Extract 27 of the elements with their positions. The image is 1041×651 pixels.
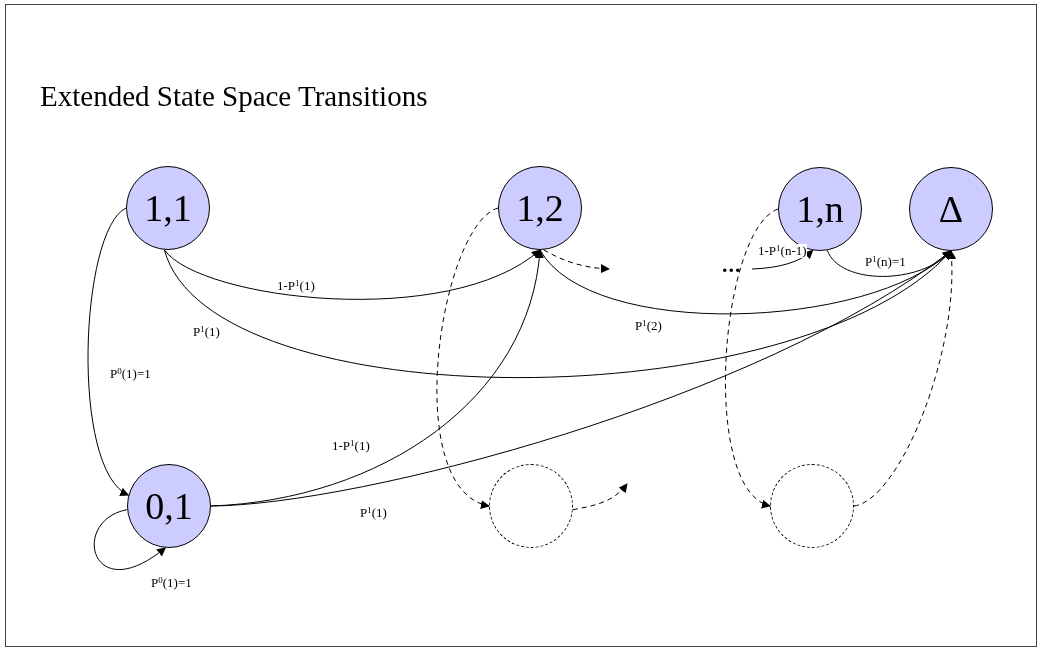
arrow — [572, 483, 628, 511]
arrow — [163, 249, 541, 300]
state-label: 1,1 — [144, 189, 192, 227]
edge-label: P$^{1}$(2) — [635, 319, 662, 334]
edge-label: P$^{1}$(n)=1 — [865, 255, 906, 270]
title: Extended State Space Transitions — [40, 80, 428, 113]
state-label: 1,2 — [516, 189, 564, 227]
arrow — [539, 249, 952, 315]
edge-label: P$^{0}$(1)=1 — [151, 576, 192, 591]
ellipsis: ... — [722, 254, 742, 276]
edge-label: 1-P$^{1}$(1) — [277, 279, 315, 294]
arrow — [751, 249, 814, 270]
arrow — [87, 207, 130, 496]
edge-label: 1-P$^{1}$(n-1) — [758, 244, 807, 259]
arrow — [436, 207, 499, 507]
state-label: 0,1 — [145, 487, 193, 525]
arrow — [93, 509, 167, 571]
edge-label: P$^{0}$(1)=1 — [110, 367, 151, 382]
edge-label: P$^{1}$(1) — [360, 506, 387, 521]
arrow — [543, 249, 610, 273]
state-label: 1,n — [796, 190, 844, 228]
arrow — [826, 249, 952, 277]
arrow — [853, 250, 956, 507]
arrow — [725, 208, 779, 507]
edge-label: P$^{1}$(1) — [193, 325, 220, 340]
edge-label: 1-P$^{1}$(1) — [332, 439, 370, 454]
state-label: Δ — [938, 190, 964, 228]
